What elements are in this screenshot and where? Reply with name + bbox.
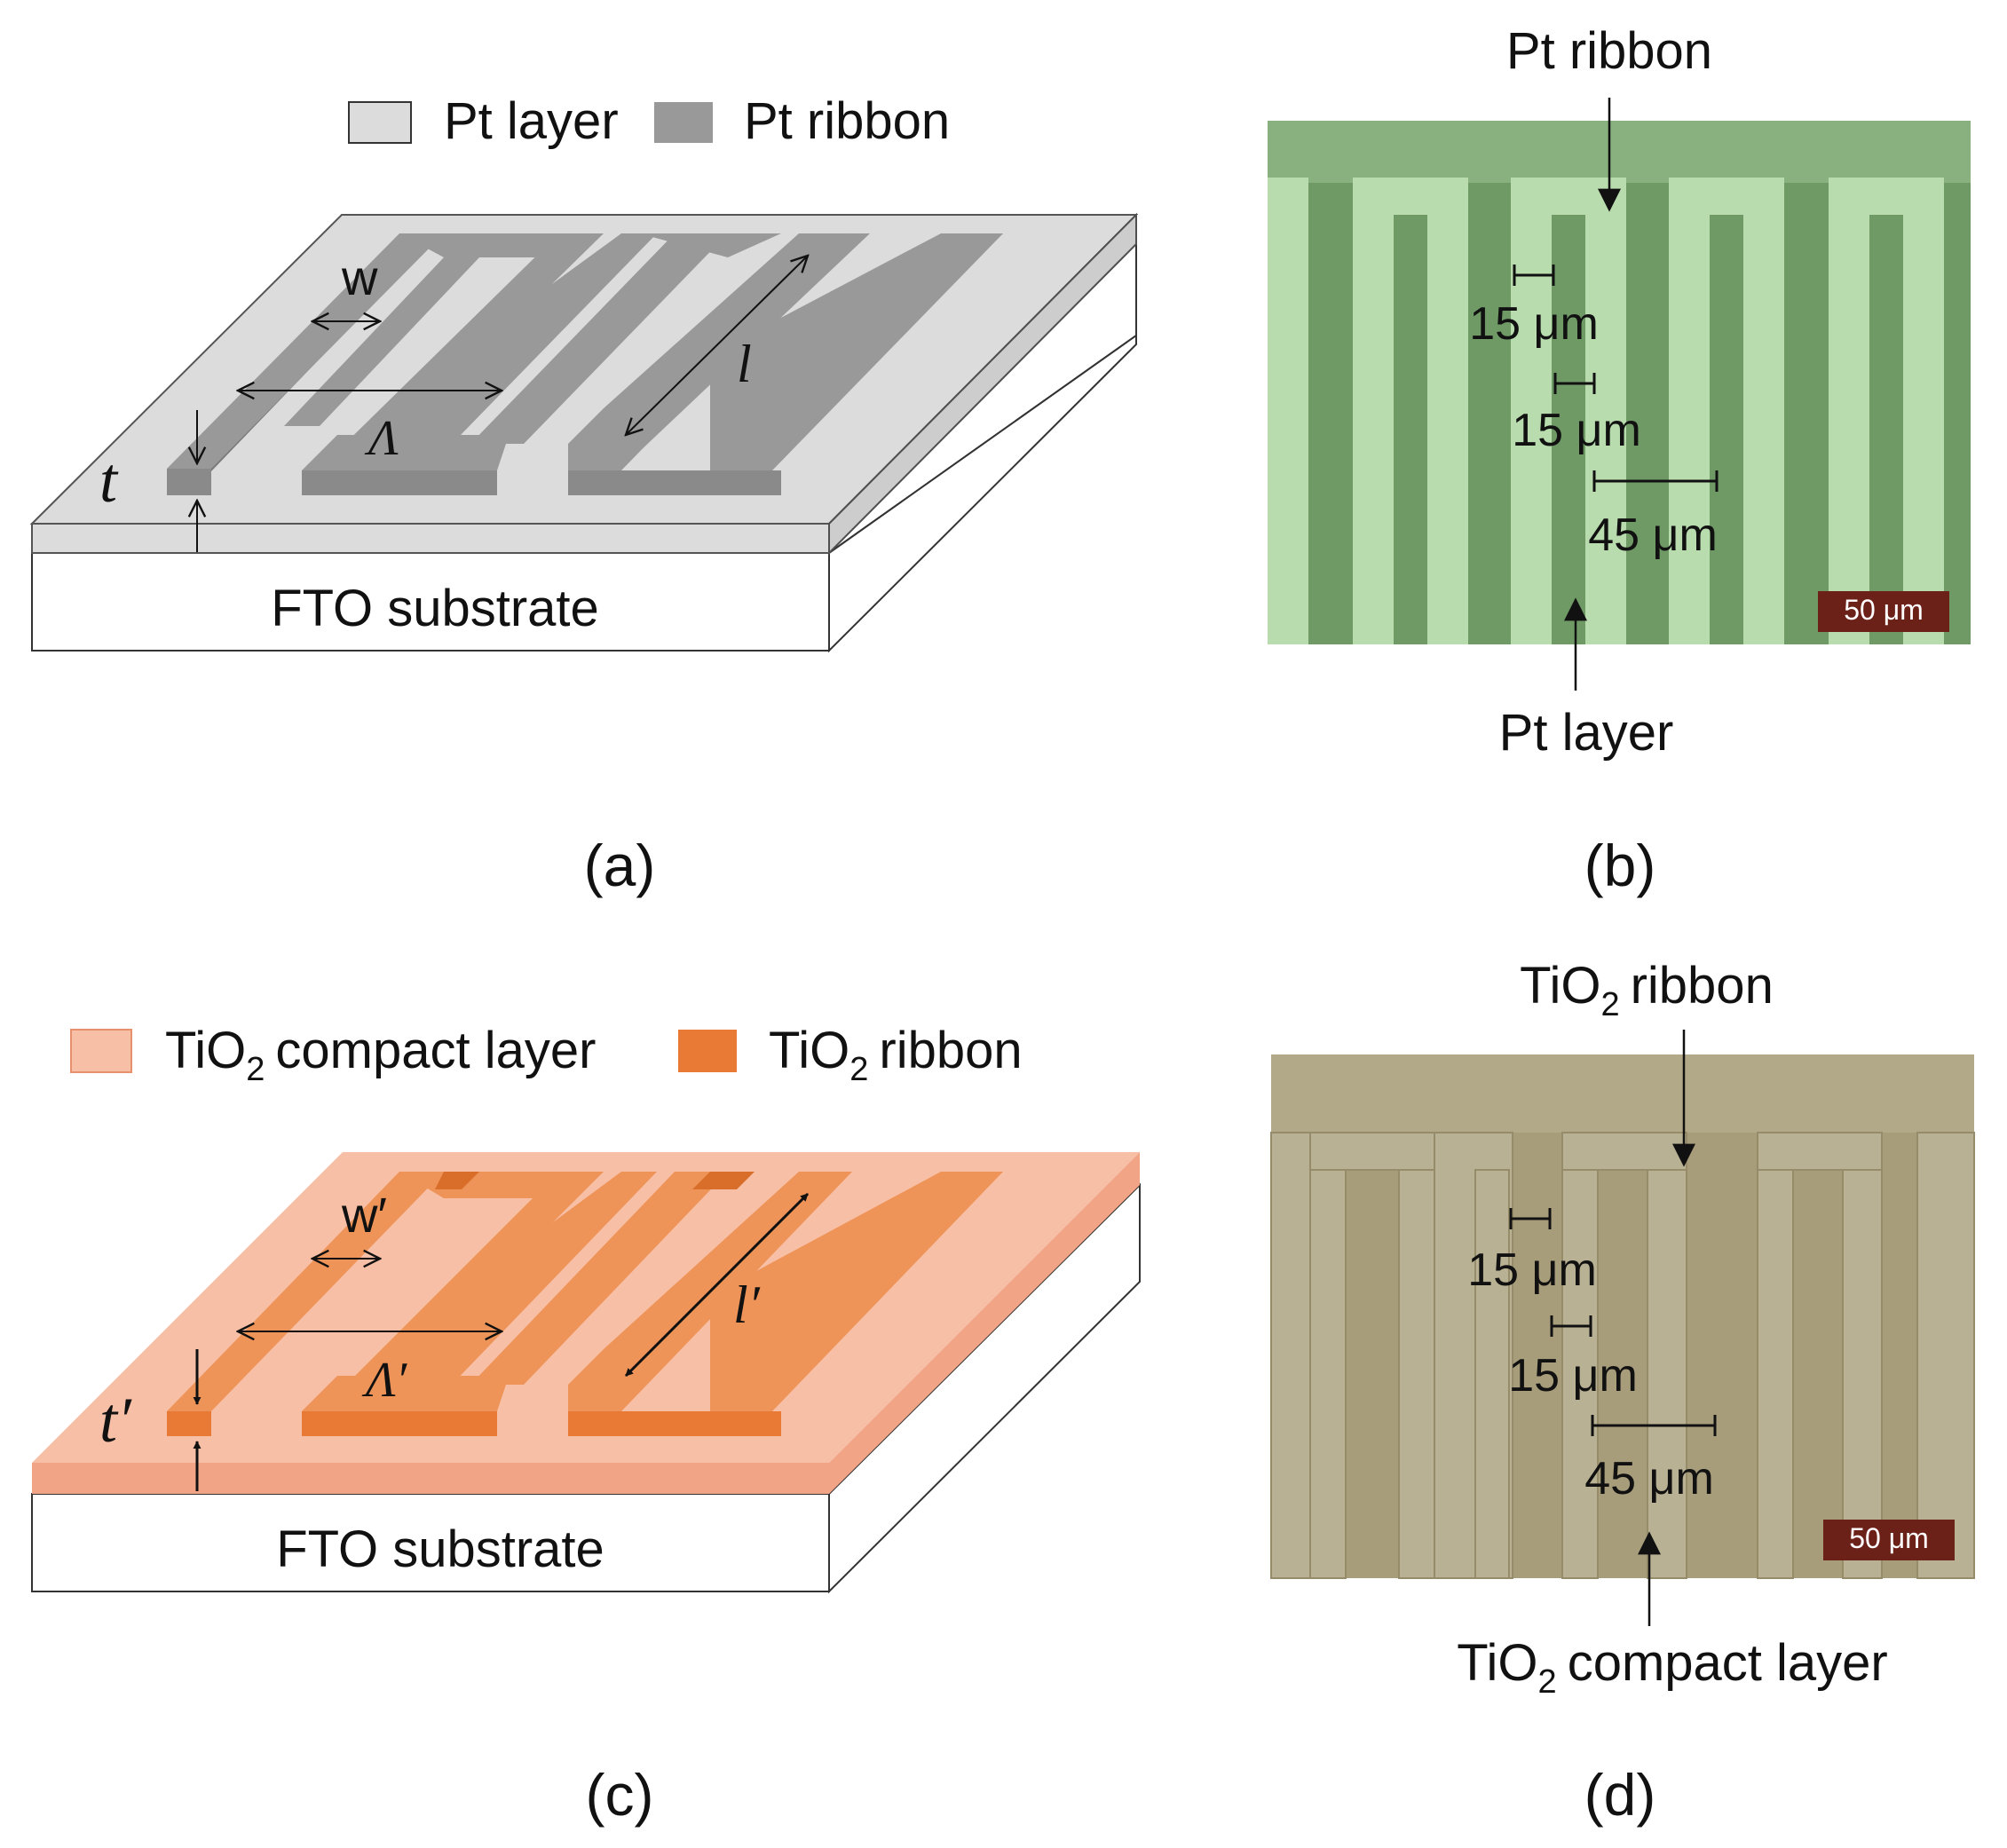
legend-a: Pt layer Pt ribbon [348,92,950,150]
dimension-l: l [626,256,808,435]
panel-a-diagram: Pt layer Pt ribbon FTO substrate [29,92,1139,898]
legend-label-pt-layer: Pt layer [444,92,619,150]
dimension-w: w [312,249,380,321]
symbol-period-prime: Λ′ [361,1353,407,1408]
micrograph-d: 50 μm [1270,1054,1975,1579]
fto-substrate-c: FTO substrate [31,1182,1141,1594]
legend-swatch-pt-ribbon [654,102,713,143]
dim-label-3-d: 45 μm [1584,1453,1714,1504]
caption-c: (c) [586,1762,654,1828]
caption-d: (d) [1584,1762,1656,1828]
symbol-t-prime: t′ [99,1385,132,1456]
symbol-t: t [99,445,119,516]
dimension-l-prime: l′ [624,1192,810,1378]
symbol-l: l [737,335,752,393]
dimension-t-prime: t′ [99,1349,201,1491]
dim-bar-2-d: 15 μm [1508,1315,1638,1402]
legend-swatch-pt-layer [348,101,412,144]
legend-swatch-tio2-compact-layer [70,1029,132,1073]
symbol-w: w [341,249,378,305]
dim-label-2-b: 15 μm [1512,405,1641,456]
dim-label-1-d: 15 μm [1467,1244,1597,1296]
dimension-t: t [99,410,197,552]
dim-bar-3-b: 45 μm [1588,470,1719,561]
legend-swatch-tio2-ribbon [678,1030,737,1072]
dim-label-2-d: 15 μm [1508,1350,1638,1402]
scalebar-b-label: 50 μm [1844,594,1924,626]
dim-label-1-b: 15 μm [1469,298,1599,350]
scalebar-d-label: 50 μm [1849,1522,1929,1554]
scalebar-d-bg [1823,1520,1955,1560]
legend-label-pt-ribbon: Pt ribbon [744,92,950,150]
symbol-period: Λ [364,411,399,466]
dimension-period: Λ [238,391,502,466]
caption-a: (a) [584,833,656,898]
dim-bar-1-b: 15 μm [1469,265,1599,350]
symbol-w-prime: w′ [341,1187,387,1243]
caption-b: (b) [1584,833,1656,898]
dimension-w-prime: w′ [312,1187,387,1259]
dim-bar-3-d: 45 μm [1584,1415,1717,1504]
substrate-label-a: FTO substrate [271,580,599,637]
panel-b-micrograph: Pt ribbon 50 μm [1268,22,1971,898]
substrate-label-c: FTO substrate [276,1520,604,1578]
label-pt-ribbon: Pt ribbon [1506,22,1712,80]
scalebar-b-bg [1818,591,1949,632]
symbol-l-prime: l′ [733,1275,761,1334]
dim-bar-1-d: 15 μm [1467,1208,1597,1296]
dimension-period-prime: Λ′ [238,1331,502,1408]
dim-label-3-b: 45 μm [1588,509,1718,561]
label-pt-layer: Pt layer [1499,704,1674,762]
dim-bar-2-b: 15 μm [1512,373,1641,456]
micrograph-b: 50 μm [1268,121,1971,644]
